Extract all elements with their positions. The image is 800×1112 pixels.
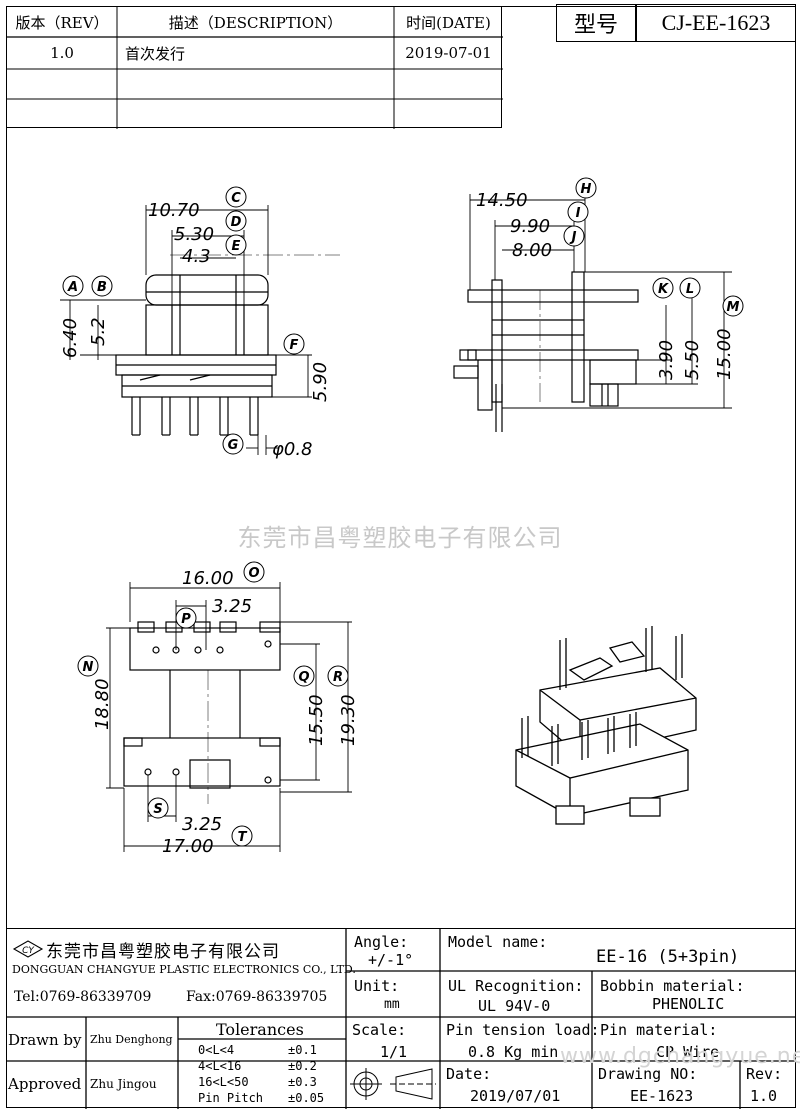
dim-c: 10.70 [148,200,200,221]
revision-table: 版本（REV） 描述（DESCRIPTION） 时间(DATE) 1.0 首次发… [6,6,503,129]
dim-s: 3.25 [182,814,222,835]
company-fax: Fax:0769-86339705 [186,989,328,1005]
marker-c: C [231,191,241,206]
bottom-view: 16.00 3.25 3.25 17.00 18.80 15.50 19.30 … [77,561,359,857]
dim-a: 6.40 [60,318,81,358]
marker-o: O [248,566,259,581]
marker-j: J [569,230,577,245]
date-header: 时间(DATE) [406,13,491,32]
tolerance-value: ±0.1 [288,1043,317,1057]
marker-d: D [231,215,242,230]
dim-r: 19.30 [338,694,359,746]
dim-i: 9.90 [510,216,550,237]
marker-i: I [576,206,581,221]
marker-b: B [97,280,107,295]
angle-label: Angle: [354,933,409,951]
angle-value: +/-1° [368,951,414,969]
dim-q: 15.50 [306,694,327,746]
rev-value: 1.0 [750,1087,778,1105]
description-header: 描述（DESCRIPTION） [168,13,343,32]
company-logo: CY [22,946,35,956]
tolerance-range: 4<L<16 [198,1059,242,1073]
revision-table-grid [7,7,503,129]
marker-l: L [686,282,694,297]
marker-p: P [181,612,191,627]
drawn-by-value: Zhu Denghong [90,1033,173,1046]
company-name-en: DONGGUAN CHANGYUE PLASTIC ELECTRONICS CO… [12,963,356,976]
marker-f: F [290,338,299,353]
title-block: CY 东莞市昌粤塑胶电子有限公司 DONGGUAN CHANGYUE PLAST… [6,928,796,1109]
pin-material-value: CP Wire [656,1043,720,1061]
title-block-grid: CY [6,929,796,1109]
tolerance-value: ±0.3 [288,1075,317,1089]
marker-e: E [232,239,241,254]
side-view: 14.50 9.90 8.00 3.90 5.50 15.00 H I J K … [453,177,744,432]
marker-g: G [228,438,239,453]
rev-header: 版本（REV） [15,13,109,32]
ul-label: UL Recognition: [448,977,584,995]
marker-t: T [238,830,248,845]
marker-n: N [83,660,94,675]
marker-h: H [581,182,592,197]
dim-e: 4.3 [182,246,211,267]
tolerance-value: ±0.2 [288,1059,317,1073]
ul-value: UL 94V-0 [478,997,551,1015]
marker-s: S [153,802,162,817]
dim-k: 3.90 [656,340,677,380]
approved-label: Approved [8,1075,82,1093]
dim-l: 5.50 [682,340,703,380]
pin-material-label: Pin material: [600,1021,718,1039]
marker-a: A [67,280,78,295]
tolerance-range: Pin Pitch [198,1091,264,1105]
marker-r: R [333,670,343,685]
dim-h: 14.50 [476,190,528,211]
dim-d: 5.30 [174,224,214,245]
dim-m: 15.00 [714,328,735,380]
date-cell: 2019-07-01 [405,44,492,62]
model-name-value: EE-16 (5+3pin) [596,947,740,967]
company-tel: Tel:0769-86339709 [14,989,152,1005]
dim-n: 18.80 [92,678,113,730]
isometric-view [515,626,697,825]
marker-k: K [658,282,669,297]
dim-f: 5.90 [310,362,331,402]
dim-g: φ0.8 [272,439,313,460]
company-name-cn: 东莞市昌粤塑胶电子有限公司 [46,942,280,962]
tolerance-range: 16<L<50 [198,1075,249,1089]
approved-value: Zhu Jingou [90,1077,157,1091]
dim-o: 16.00 [182,568,234,589]
pin-tension-value: 0.8 Kg min [468,1043,559,1061]
bobbin-label: Bobbin material: [600,977,745,995]
model-label: 型号 [573,13,618,38]
description-cell: 首次发行 [125,44,186,63]
drawing-no-value: EE-1623 [630,1087,694,1105]
marker-m: M [727,300,740,315]
dim-b: 5.2 [88,317,109,346]
scale-value: 1/1 [380,1043,408,1061]
drawing-no-label: Drawing NO: [598,1065,698,1083]
front-view: 10.70 5.30 4.3 φ0.8 6.40 5.2 5.90 C D E … [60,186,340,460]
pin-tension-label: Pin tension load: [446,1021,600,1039]
tolerances-title: Tolerances [216,1020,304,1039]
bobbin-value: PHENOLIC [652,995,725,1013]
rev-cell: 1.0 [50,44,74,62]
tolerance-value: ±0.05 [288,1091,325,1105]
unit-label: Unit: [354,977,400,995]
unit-value: mm [384,997,400,1012]
dim-t: 17.00 [162,836,214,857]
model-box: 型号 CJ-EE-1623 [556,4,796,42]
drawn-by-label: Drawn by [8,1031,82,1049]
dim-j: 8.00 [512,240,552,261]
marker-q: Q [298,670,309,685]
date-value: 2019/07/01 [470,1087,561,1105]
scale-label: Scale: [352,1021,407,1039]
date-label: Date: [446,1065,492,1083]
model-value: CJ-EE-1623 [661,10,771,35]
dim-p: 3.25 [212,596,252,617]
model-name-label: Model name: [448,933,548,951]
tolerance-range: 0<L<4 [198,1043,235,1057]
watermark-url: www.dgchangyue.net [560,1044,800,1069]
watermark: 东莞市昌粤塑胶电子有限公司 [237,524,563,552]
rev-label: Rev: [746,1065,783,1083]
